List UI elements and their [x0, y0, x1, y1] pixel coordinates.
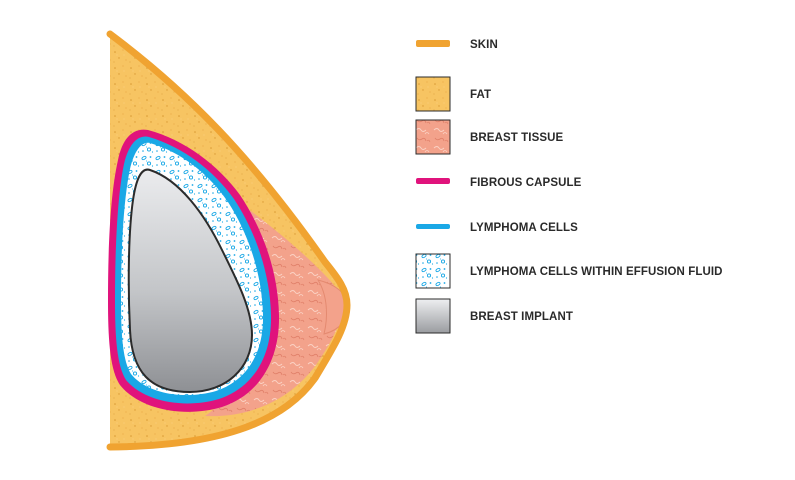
- legend-label-breast-tissue: BREAST TISSUE: [470, 132, 564, 144]
- skin-swatch: [416, 40, 450, 47]
- fibrous-capsule-swatch: [416, 178, 450, 184]
- legend-item-fat: FAT: [415, 76, 491, 112]
- legend: SKIN FAT BREAST TISSUE FIBROUS CAPSULE L…: [415, 39, 723, 334]
- breast-implant-swatch: [415, 298, 451, 334]
- legend-item-skin: SKIN: [416, 39, 498, 51]
- legend-item-fibrous-capsule: FIBROUS CAPSULE: [416, 177, 582, 189]
- legend-item-effusion-fluid: LYMPHOMA CELLS WITHIN EFFUSION FLUID: [415, 253, 723, 289]
- breast-implant: [127, 168, 254, 394]
- legend-item-breast-tissue: BREAST TISSUE: [415, 119, 564, 155]
- legend-label-fat: FAT: [470, 89, 491, 101]
- fat-swatch: [415, 76, 451, 112]
- legend-label-effusion-fluid: LYMPHOMA CELLS WITHIN EFFUSION FLUID: [470, 266, 723, 278]
- legend-label-skin: SKIN: [470, 39, 498, 51]
- legend-label-breast-implant: BREAST IMPLANT: [470, 311, 573, 323]
- legend-label-lymphoma-cells: LYMPHOMA CELLS: [470, 222, 578, 234]
- legend-item-lymphoma-cells: LYMPHOMA CELLS: [416, 222, 578, 234]
- breast-tissue-swatch: [415, 119, 451, 155]
- legend-item-breast-implant: BREAST IMPLANT: [415, 298, 573, 334]
- effusion-fluid-swatch: [415, 253, 451, 289]
- lymphoma-cells-swatch: [416, 224, 450, 229]
- legend-label-fibrous-capsule: FIBROUS CAPSULE: [470, 177, 582, 189]
- skin-outline: [106, 30, 351, 451]
- breast-tissue: [188, 168, 342, 417]
